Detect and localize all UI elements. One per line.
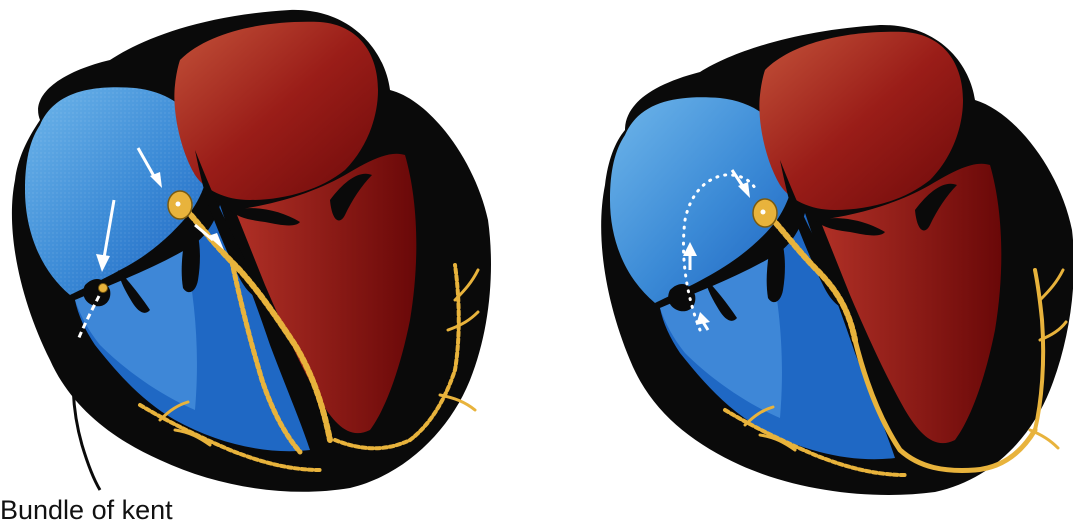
heart-right [601, 25, 1073, 495]
bundle-of-kent-label: Bundle of kent [0, 497, 173, 524]
heart-left [12, 10, 491, 492]
heart-left-kent-node [99, 284, 108, 293]
heart-left-av-node-dot [176, 202, 181, 207]
heart-right-av-node-dot [761, 210, 766, 215]
